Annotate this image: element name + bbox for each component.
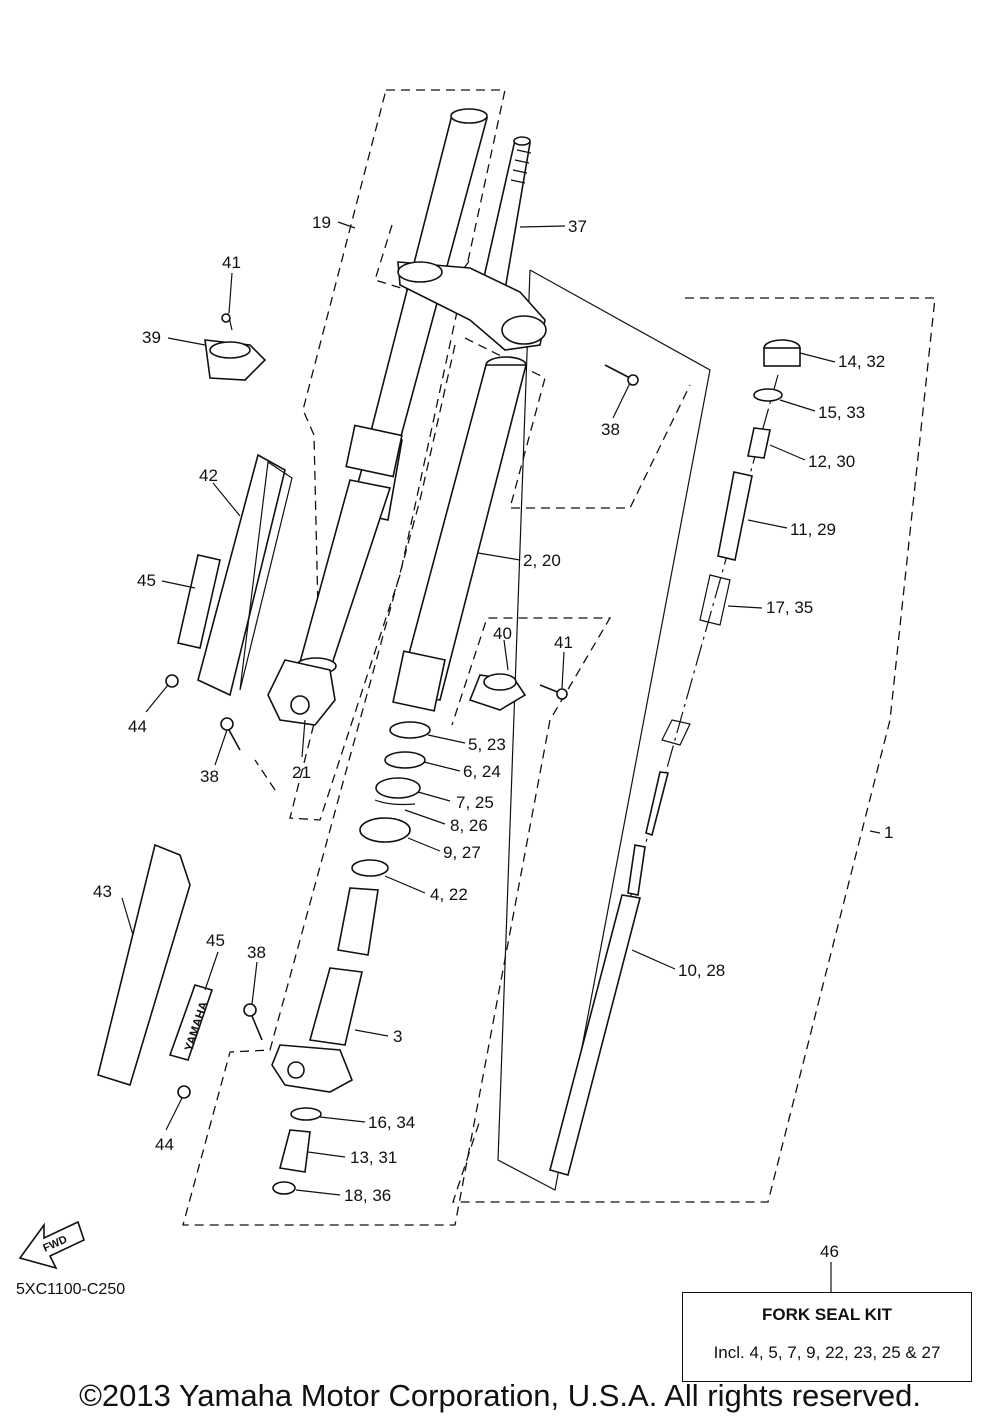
steering-stem-37 <box>481 136 532 291</box>
label-13-31: 13, 31 <box>350 1148 397 1167</box>
group-outline-axle-clamp <box>254 759 276 791</box>
adjuster-14-32 <box>763 339 801 367</box>
kit-title: FORK SEAL KIT <box>761 1305 893 1324</box>
label-45-upper: 45 <box>137 571 156 590</box>
label-44-upper: 44 <box>128 717 147 736</box>
fork-seal-kit-box: FORK SEAL KIT Incl. 4, 5, 7, 9, 22, 23, … <box>682 1292 972 1382</box>
fork-guard-42 <box>197 453 293 697</box>
bolt-41-upper <box>221 312 233 331</box>
part-labels: 19 37 41 39 14, 32 15, 33 38 12, 30 42 1… <box>93 213 893 1261</box>
label-19: 19 <box>312 213 331 232</box>
label-11-29: 11, 29 <box>790 520 836 539</box>
damper-rod <box>645 771 670 837</box>
inner-assembly-outline <box>497 269 711 1191</box>
kit-description: Incl. 4, 5, 7, 9, 22, 23, 25 & 27 <box>713 1343 941 1362</box>
decal-45-upper <box>177 554 221 649</box>
label-37: 37 <box>568 217 587 236</box>
damper-cartridge-10-28 <box>549 844 646 1176</box>
label-1: 1 <box>884 823 893 842</box>
label-15-33: 15, 33 <box>818 403 865 422</box>
group-outline-upper-left <box>289 89 506 821</box>
label-12-30: 12, 30 <box>808 452 855 471</box>
diagram-code: 5XC1100-C250 <box>16 1281 126 1298</box>
bolt-38-upper <box>604 364 639 386</box>
copyright-notice: ©2013 Yamaha Motor Corporation, U.S.A. A… <box>79 1378 921 1413</box>
decal-45-lower: YAMAHA <box>168 984 214 1061</box>
axle-holder-21 <box>267 659 336 726</box>
spring-17-35 <box>661 574 731 746</box>
label-43: 43 <box>93 882 112 901</box>
bolt-44-lower <box>177 1085 191 1099</box>
label-17-35: 17, 35 <box>766 598 813 617</box>
label-38-mid: 38 <box>200 767 219 786</box>
bolt-38-lower <box>243 1003 263 1041</box>
label-5-23: 5, 23 <box>468 735 506 754</box>
leader-lines <box>121 221 881 1292</box>
label-21: 21 <box>292 763 311 782</box>
axle-bracket-3 <box>271 967 363 1093</box>
outer-tube-2-20 <box>392 356 528 712</box>
label-14-32: 14, 32 <box>838 352 885 371</box>
holder-39 <box>204 339 267 381</box>
label-6-24: 6, 24 <box>463 762 501 781</box>
group-outline-middle <box>182 344 612 1226</box>
label-4-22: 4, 22 <box>430 885 468 904</box>
label-38-lower: 38 <box>247 943 266 962</box>
collar-15-33 <box>753 388 783 402</box>
bolt-41-lower <box>539 684 568 700</box>
label-3: 3 <box>393 1027 402 1046</box>
bolt-38-mid <box>220 717 241 751</box>
label-39: 39 <box>142 328 161 347</box>
label-16-34: 16, 34 <box>368 1113 415 1132</box>
spacer-11-29 <box>717 471 753 561</box>
label-45-lower: 45 <box>206 931 225 950</box>
label-38-upper: 38 <box>601 420 620 439</box>
fork-guard-43 <box>97 843 191 1087</box>
label-8-26: 8, 26 <box>450 816 488 835</box>
fork-bracket <box>397 261 547 351</box>
label-9-27: 9, 27 <box>443 843 481 862</box>
label-42: 42 <box>199 466 218 485</box>
label-41-lower: 41 <box>554 633 573 652</box>
holder-40 <box>468 673 527 711</box>
rod-12-30 <box>747 427 771 459</box>
label-44-lower: 44 <box>155 1135 174 1154</box>
label-10-28: 10, 28 <box>678 961 725 980</box>
label-40: 40 <box>493 624 512 643</box>
label-2-20: 2, 20 <box>523 551 561 570</box>
fwd-arrow: FWD <box>18 1220 85 1270</box>
seal-stack <box>337 721 431 956</box>
label-7-25: 7, 25 <box>456 793 494 812</box>
group-outline-damper <box>452 297 936 1203</box>
label-41-upper: 41 <box>222 253 241 272</box>
label-18-36: 18, 36 <box>344 1186 391 1205</box>
bolt-44-upper <box>165 674 179 688</box>
label-46: 46 <box>820 1242 839 1261</box>
bottom-parts <box>272 1107 322 1195</box>
